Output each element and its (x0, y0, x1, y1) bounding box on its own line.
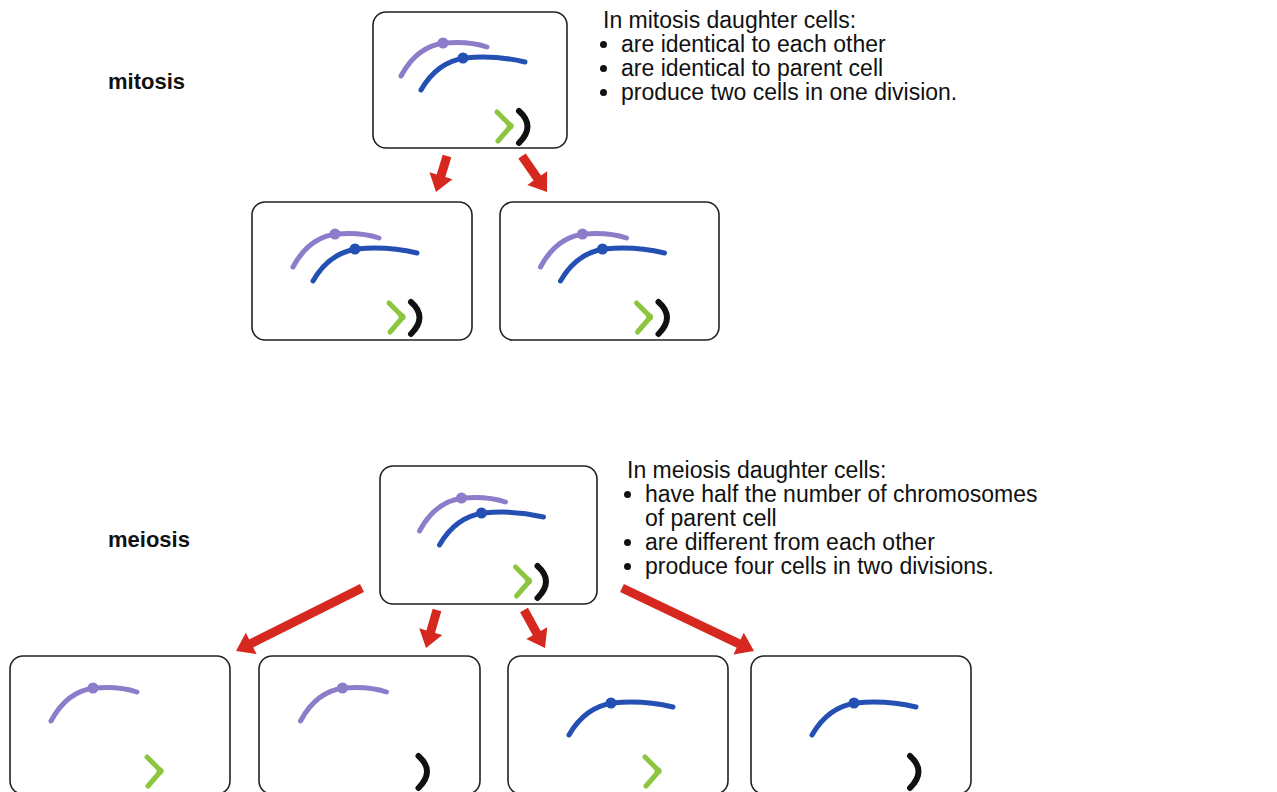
bullet-point: are different from each other (645, 530, 1040, 554)
chromosome-black (419, 756, 428, 788)
centromere (337, 683, 348, 694)
centromere (606, 698, 617, 709)
process-name: meiosis (108, 528, 190, 552)
description-heading: In meiosis daughter cells: (627, 458, 1040, 482)
chromosome-blue (812, 702, 916, 735)
division-arrow (620, 584, 754, 655)
description-block: In meiosis daughter cells:have half the … (627, 458, 1040, 578)
description-block: In mitosis daughter cells:are identical … (603, 8, 1016, 104)
centromere (476, 508, 487, 519)
cell-outline (259, 656, 480, 792)
cell-outline (252, 202, 472, 340)
division-arrow (236, 584, 364, 654)
centromere (456, 493, 467, 504)
centromere (507, 123, 514, 130)
cell (508, 656, 728, 792)
chromosome-black (659, 302, 668, 334)
division-arrow (520, 608, 547, 648)
bullet-point: produce four cells in two divisions. (645, 554, 1040, 578)
centromere (525, 578, 532, 585)
description-heading: In mitosis daughter cells: (603, 8, 1016, 32)
chromosome-set (812, 698, 919, 789)
division-arrow (430, 155, 453, 192)
chromosome-black (411, 302, 420, 334)
cell (10, 656, 230, 792)
cell (252, 202, 472, 340)
cell-outline (10, 656, 230, 792)
bullet-point: have half the number of chromosomes of p… (645, 482, 1040, 530)
chromosome-set (541, 229, 668, 335)
centromere (88, 683, 99, 694)
chromosome-set (420, 493, 547, 599)
cell (373, 12, 567, 148)
bullet-list: are identical to each otherare identical… (603, 32, 1016, 104)
bullet-point: are identical to each other (621, 32, 1016, 56)
chromosome-set (401, 38, 528, 144)
centromere (655, 768, 662, 775)
chromosome-blue (569, 702, 673, 735)
chromosome-black (538, 566, 547, 598)
chromosome-blue (421, 57, 525, 90)
cell (380, 466, 597, 604)
cell (751, 656, 971, 792)
process-name: mitosis (108, 70, 185, 94)
chromosome-black (519, 111, 528, 143)
chromosome-blue (440, 512, 544, 545)
cell-outline (500, 202, 719, 340)
cell-outline (380, 466, 597, 604)
centromere (330, 229, 341, 240)
chromosome-black (910, 756, 919, 788)
chromosome-set (301, 683, 428, 789)
centromere (577, 229, 588, 240)
chromosome-set (51, 683, 164, 787)
centromere (646, 314, 653, 321)
centromere (438, 38, 449, 49)
chromosome-blue (561, 248, 665, 281)
centromere (157, 768, 164, 775)
centromere (597, 244, 608, 255)
centromere (849, 698, 860, 709)
bullet-point: are identical to parent cell (621, 56, 1016, 80)
centromere (399, 314, 406, 321)
cell-outline (508, 656, 728, 792)
cell-outline (751, 656, 971, 792)
cell-outline (373, 12, 567, 148)
bullet-point: produce two cells in one division. (621, 80, 1016, 104)
division-arrow (518, 153, 547, 192)
centromere (458, 53, 469, 64)
cell (259, 656, 480, 792)
division-arrow (419, 609, 442, 648)
cell (500, 202, 719, 340)
chromosome-blue (313, 248, 417, 281)
centromere (350, 244, 361, 255)
chromosome-set (293, 229, 420, 335)
chromosome-set (569, 698, 673, 787)
bullet-list: have half the number of chromosomes of p… (627, 482, 1040, 578)
